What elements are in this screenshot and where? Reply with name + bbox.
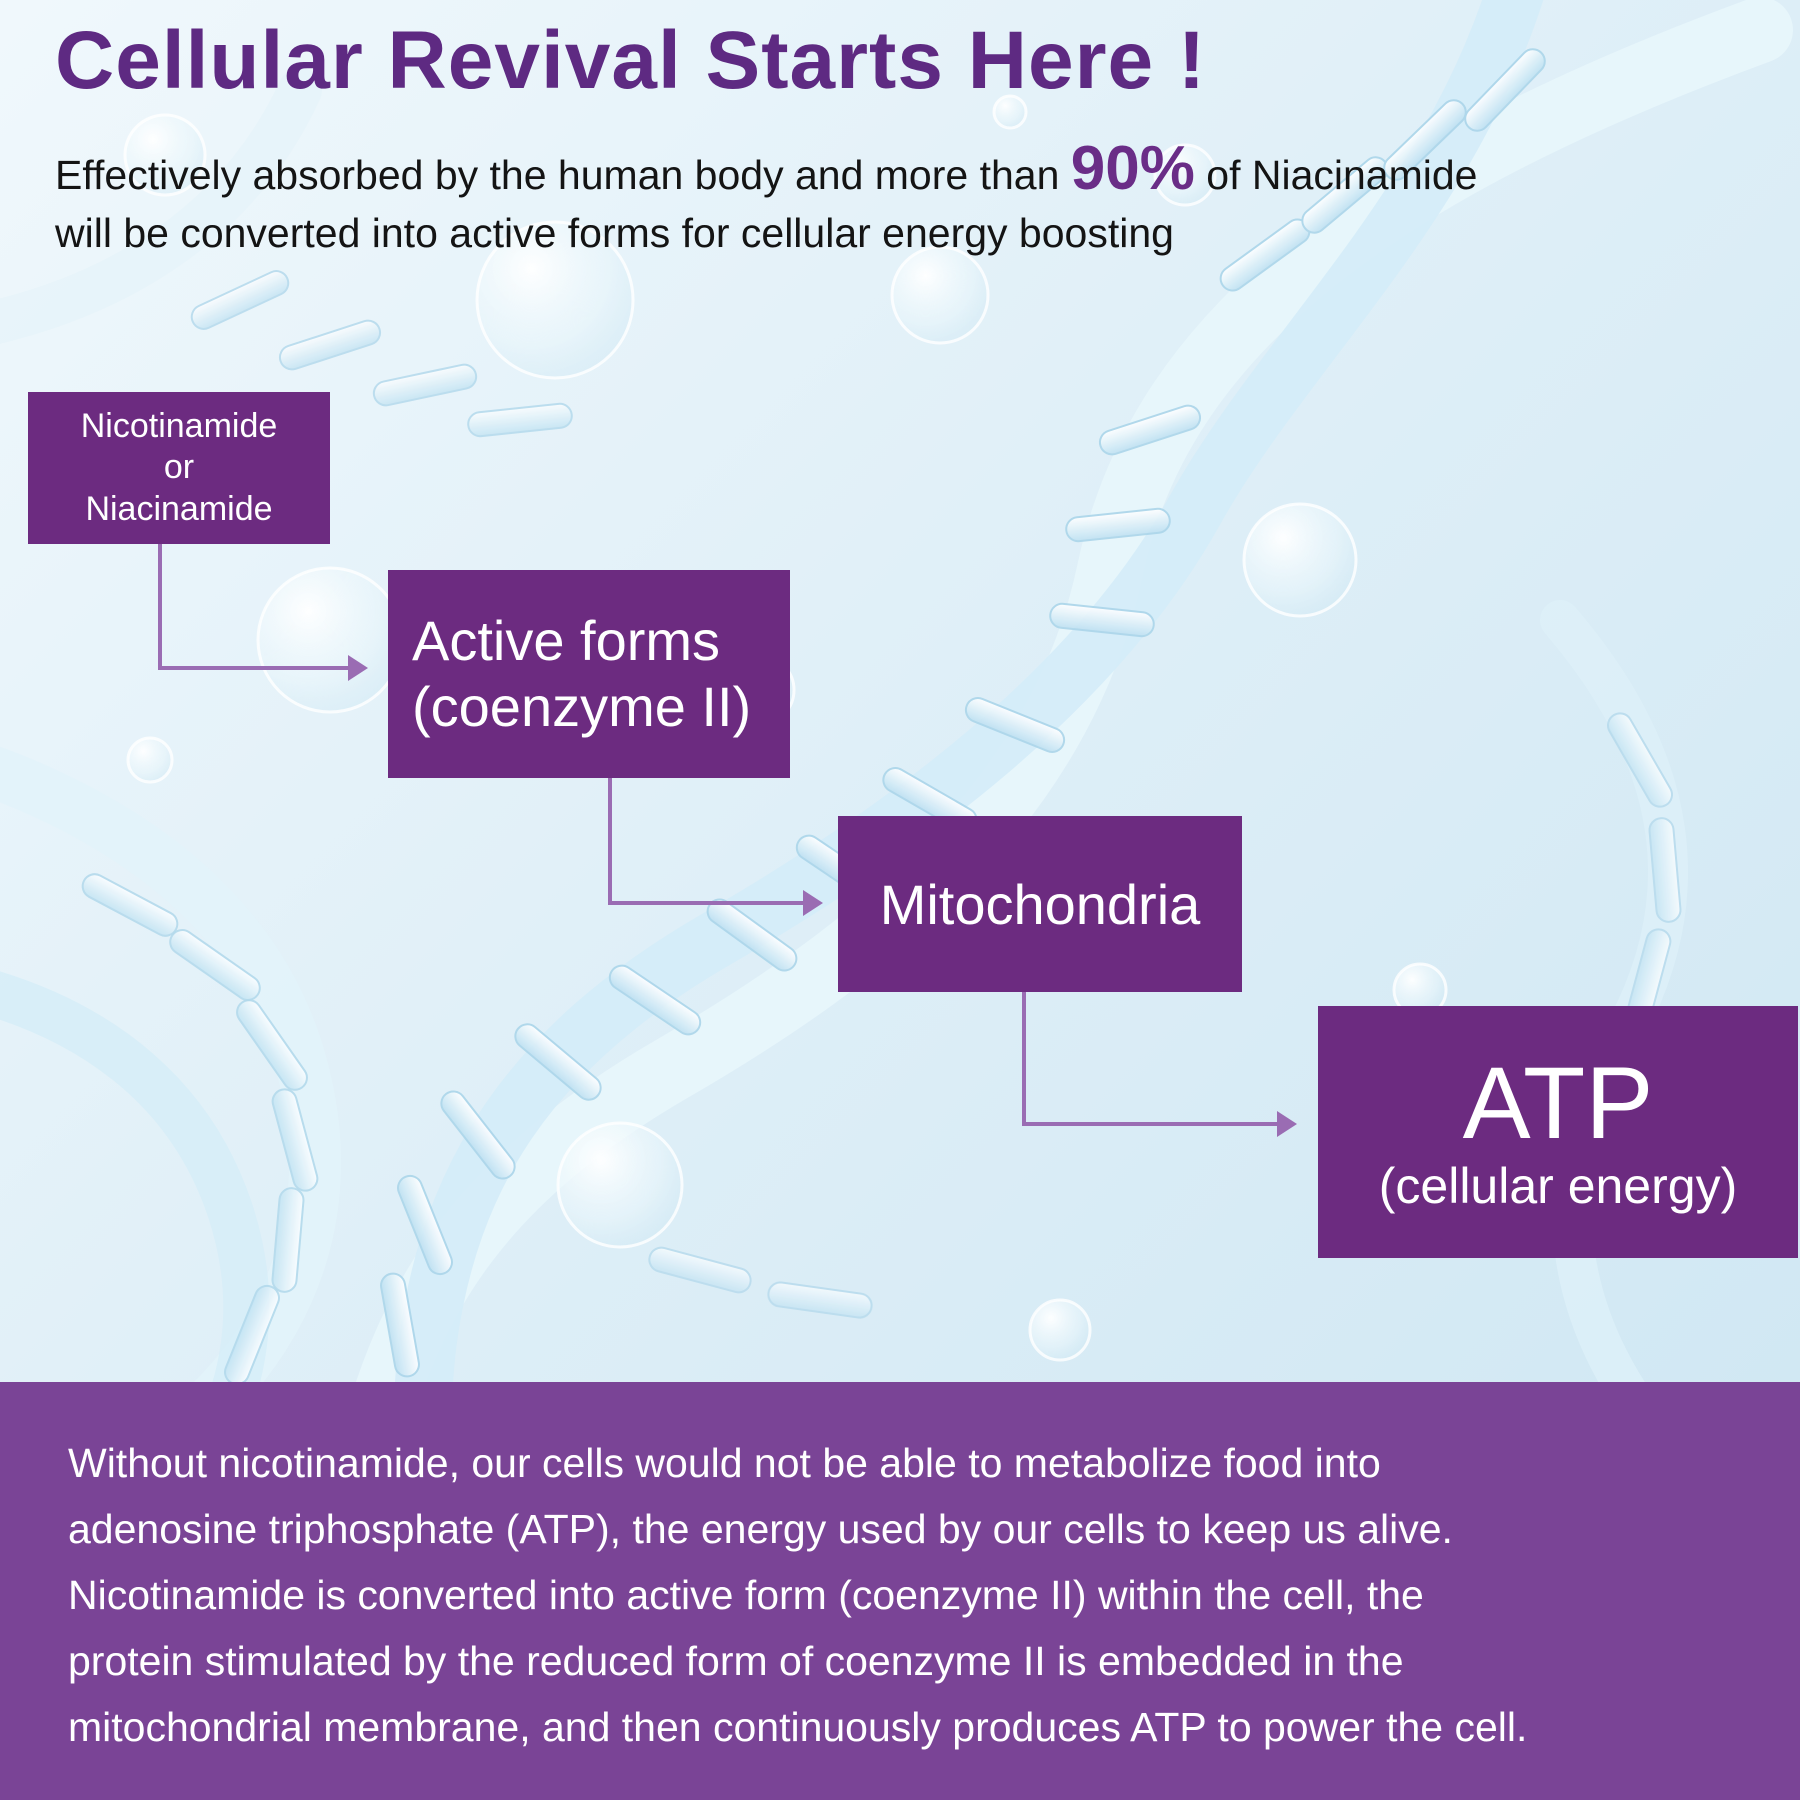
flow-box-line: Mitochondria [879,872,1201,936]
footer-description: Without nicotinamide, our cells would no… [0,1382,1800,1800]
page-title: Cellular Revival Starts Here ! [55,15,1207,106]
flow-box-line: Active forms [412,608,721,672]
arrow-line [608,901,803,905]
flow-box-line: Niacinamide [85,489,273,528]
flow-box-line: or [163,448,195,487]
arrow-line [158,666,348,670]
footer-text-line: adenosine triphosphate (ATP), the energy… [68,1506,1453,1552]
subtitle-text-line2: will be converted into active forms for … [55,210,1174,257]
arrow-right-icon [803,890,823,916]
flow-box-line: (cellular energy) [1378,1158,1738,1215]
subtitle-highlight: 90% [1070,134,1195,203]
arrow-right-icon [1277,1111,1297,1137]
footer-text-line: protein stimulated by the reduced form o… [68,1638,1404,1684]
flow-box-nicotinamide: Nicotinamide or Niacinamide [28,392,330,544]
flow-box-line: Nicotinamide [80,406,278,445]
arrow-line [1022,1122,1277,1126]
arrow-line [608,778,612,905]
footer-text-line: Without nicotinamide, our cells would no… [68,1440,1381,1486]
footer-text-line: mitochondrial membrane, and then continu… [68,1704,1528,1750]
flow-box-mitochondria: Mitochondria [838,816,1242,992]
subtitle: Effectively absorbed by the human body a… [55,138,1575,262]
subtitle-text-mid: of Niacinamide [1194,152,1478,198]
flow-box-atp: ATP (cellular energy) [1318,1006,1798,1258]
flow-box-active-forms: Active forms (coenzyme II) [388,570,790,778]
footer-text-line: Nicotinamide is converted into active fo… [68,1572,1424,1618]
subtitle-text: Effectively absorbed by the human body a… [55,152,1071,198]
flow-box-line: ATP [1462,1046,1654,1161]
arrow-line [1022,992,1026,1126]
flow-box-line: (coenzyme II) [412,675,752,738]
arrow-right-icon [348,655,368,681]
arrow-line [158,544,162,670]
